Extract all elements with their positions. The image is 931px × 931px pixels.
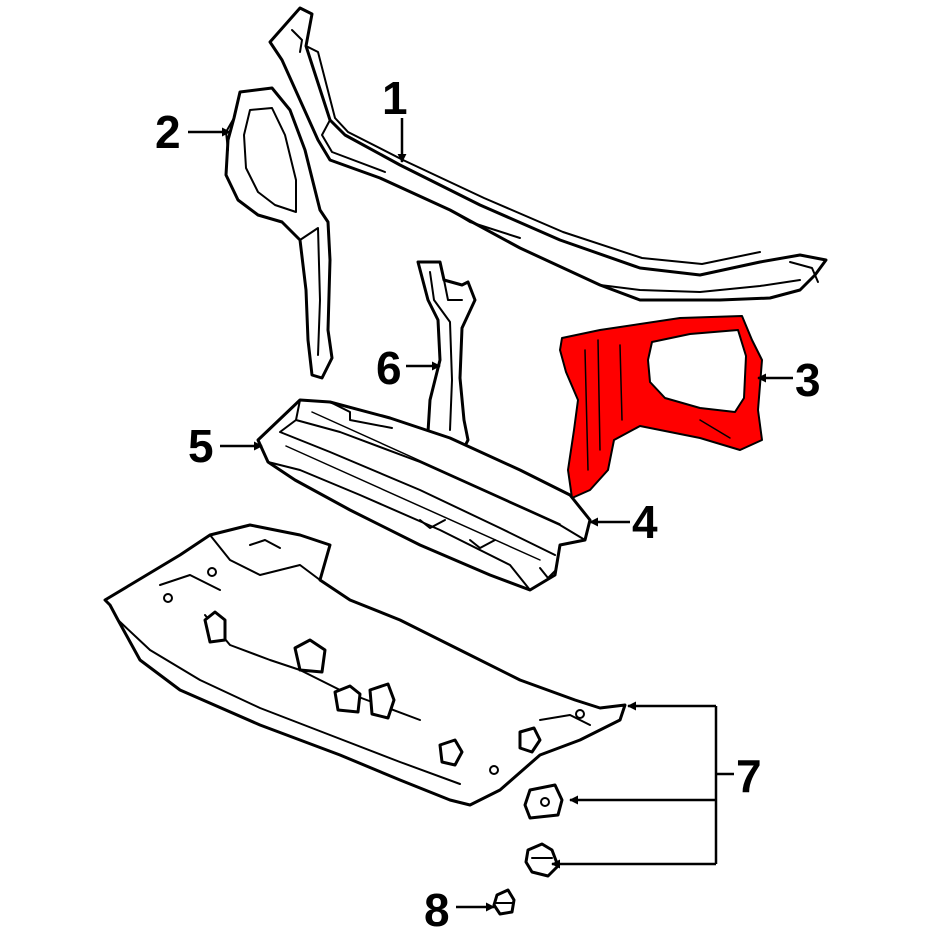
- part-3-window: [647, 329, 747, 413]
- callout-6-label: 6: [376, 342, 402, 394]
- part-7-clip: [523, 783, 564, 820]
- callout-1-label: 1: [382, 72, 408, 124]
- callout-3-label: 3: [795, 354, 821, 406]
- callout-2-label: 2: [155, 106, 181, 158]
- part-3-side-support-highlighted: [559, 315, 763, 499]
- callout-8: 8: [424, 884, 495, 931]
- part-6-center-bracket: [416, 260, 477, 450]
- part-8-bolt: [492, 888, 516, 916]
- part-7-push-fastener: [524, 842, 560, 878]
- callout-3: 3: [757, 354, 821, 406]
- part-5-lower-tie-bar: [256, 398, 592, 592]
- callout-5-label: 5: [188, 420, 214, 472]
- callout-7: 7: [551, 701, 762, 869]
- callout-4-label: 4: [632, 496, 658, 548]
- callout-2: 2: [155, 106, 231, 158]
- callout-5: 5: [188, 420, 263, 472]
- callout-1: 1: [382, 72, 408, 163]
- part-7-splash-shield: [103, 523, 627, 807]
- callout-8-label: 8: [424, 884, 450, 931]
- part-1-upper-tie-bar: [268, 6, 828, 302]
- callout-4: 4: [589, 496, 658, 548]
- callout-6: 6: [376, 342, 441, 394]
- callout-7-label: 7: [736, 750, 762, 802]
- part-2-side-support: [224, 86, 334, 380]
